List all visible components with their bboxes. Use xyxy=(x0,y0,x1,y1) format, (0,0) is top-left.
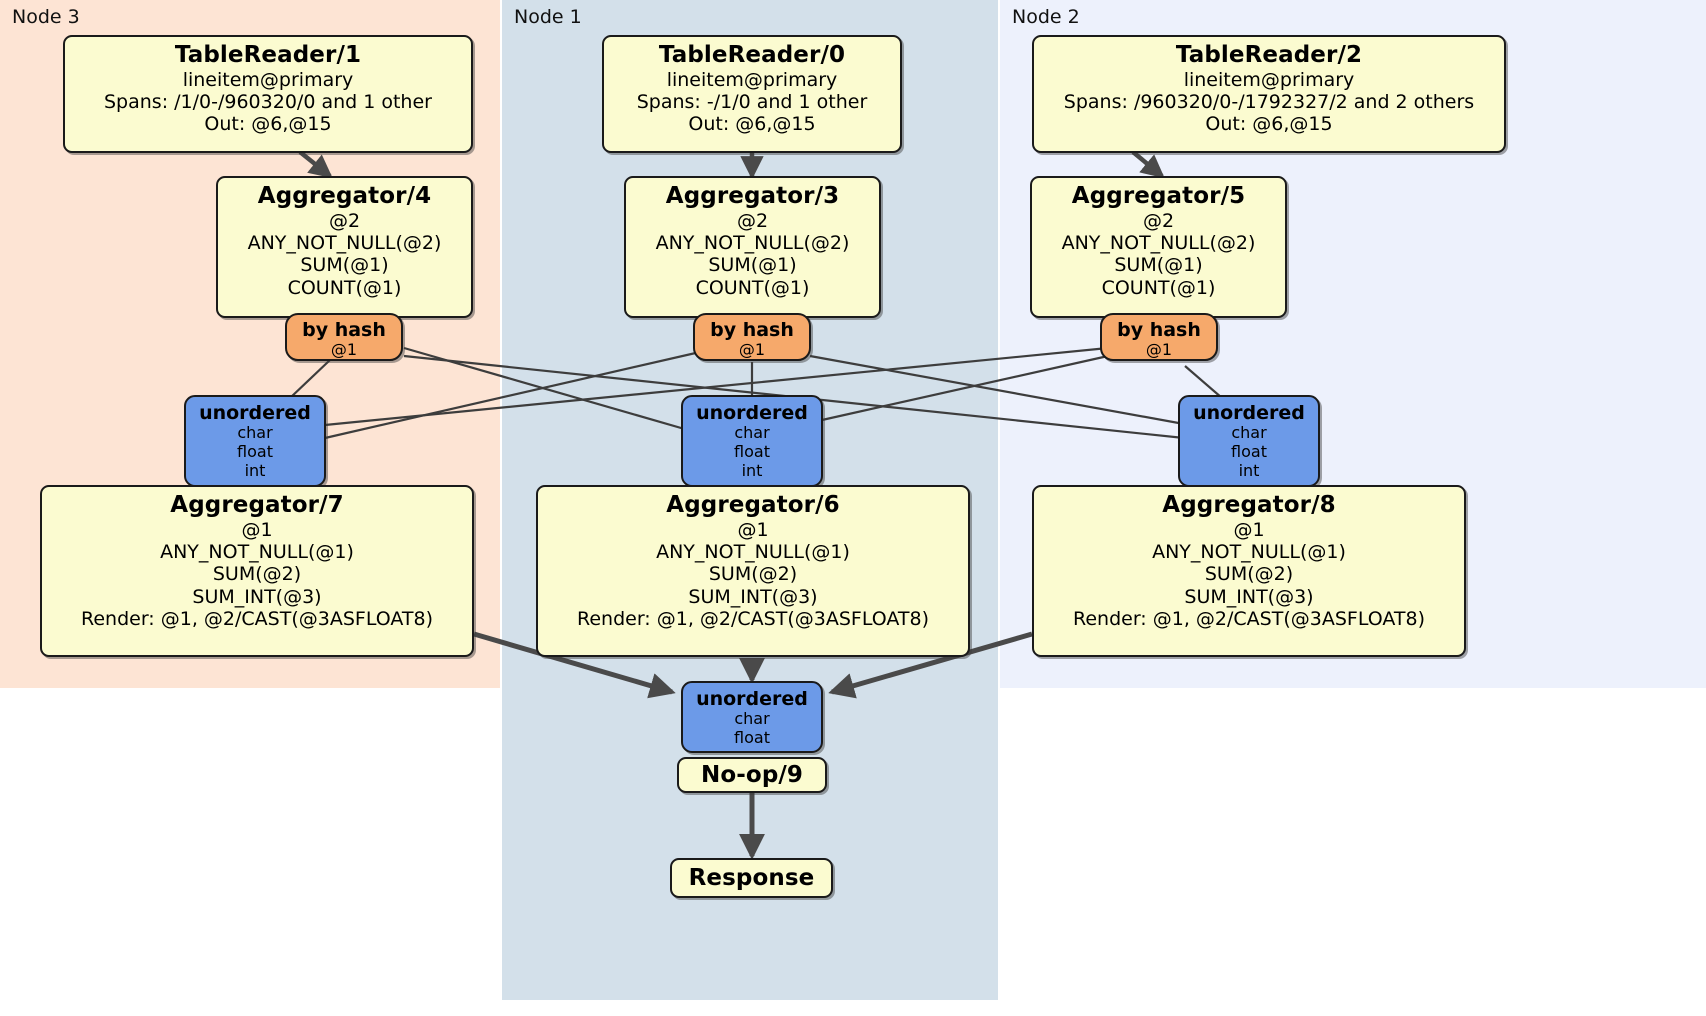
processor-detail-agg-1: ANY_NOT_NULL(@1) xyxy=(1152,541,1346,564)
processor-detail-agg-3: SUM_INT(@3) xyxy=(1184,585,1314,608)
processor-title: Aggregator/5 xyxy=(1071,183,1246,209)
receiver-title: unordered xyxy=(696,402,808,424)
processor-title: Aggregator/4 xyxy=(257,183,432,209)
receiver-type-int: int xyxy=(1238,460,1260,480)
processor-detail-render: Render: @1, @2/CAST(@3ASFLOAT8) xyxy=(577,607,929,630)
processor-detail-agg-3: SUM_INT(@3) xyxy=(192,585,322,608)
processor-title: Aggregator/7 xyxy=(170,492,344,518)
processor-aggregator-3[interactable]: Aggregator/3 @2 ANY_NOT_NULL(@2) SUM(@1)… xyxy=(624,176,881,318)
receiver-type-int: int xyxy=(244,460,266,480)
processor-detail-agg-1: ANY_NOT_NULL(@2) xyxy=(247,232,442,255)
processor-title: Aggregator/3 xyxy=(665,183,840,209)
processor-detail-agg-1: ANY_NOT_NULL(@2) xyxy=(655,232,850,255)
receiver-unordered-left[interactable]: unordered char float int xyxy=(184,395,326,487)
processor-response[interactable]: Response xyxy=(670,858,833,898)
processor-detail-agg-2: SUM(@2) xyxy=(1204,563,1294,586)
processor-detail-spans: Spans: /1/0-/960320/0 and 1 other xyxy=(104,91,432,114)
router-by-hash-left[interactable]: by hash @1 xyxy=(285,313,403,361)
processor-detail-render: Render: @1, @2/CAST(@3ASFLOAT8) xyxy=(81,607,433,630)
processor-detail-groupcol: @1 xyxy=(241,518,273,541)
router-column: @1 xyxy=(738,340,766,360)
processor-detail-out: Out: @6,@15 xyxy=(204,113,332,136)
node-panel-label-node3: Node 3 xyxy=(12,6,80,28)
router-column: @1 xyxy=(1145,340,1173,360)
processor-title: Aggregator/8 xyxy=(1162,492,1336,518)
receiver-type-char: char xyxy=(734,423,770,443)
processor-detail-agg-2: SUM(@1) xyxy=(300,254,389,277)
processor-detail-agg-1: ANY_NOT_NULL(@1) xyxy=(656,541,850,564)
processor-detail-out: Out: @6,@15 xyxy=(1205,113,1333,136)
receiver-unordered-right[interactable]: unordered char float int xyxy=(1178,395,1320,487)
processor-title: Aggregator/6 xyxy=(666,492,840,518)
processor-detail-groupcol: @2 xyxy=(328,209,361,232)
processor-detail-spans: Spans: /960320/0-/1792327/2 and 2 others xyxy=(1063,91,1475,114)
processor-detail-agg-3: COUNT(@1) xyxy=(695,276,810,299)
router-title: by hash xyxy=(302,319,386,341)
node-panel-label-node1: Node 1 xyxy=(514,6,582,28)
processor-detail-groupcol: @1 xyxy=(1233,518,1265,541)
processor-aggregator-4[interactable]: Aggregator/4 @2 ANY_NOT_NULL(@2) SUM(@1)… xyxy=(216,176,473,318)
receiver-unordered-final[interactable]: unordered char float xyxy=(681,681,823,753)
processor-detail-table: lineitem@primary xyxy=(666,68,838,91)
processor-detail-agg-2: SUM(@2) xyxy=(708,563,798,586)
receiver-type-float: float xyxy=(734,441,770,461)
processor-detail-table: lineitem@primary xyxy=(1183,68,1355,91)
node-panel-label-node2: Node 2 xyxy=(1012,6,1080,28)
router-by-hash-center[interactable]: by hash @1 xyxy=(693,313,811,361)
processor-title: TableReader/0 xyxy=(658,42,846,68)
processor-aggregator-7[interactable]: Aggregator/7 @1 ANY_NOT_NULL(@1) SUM(@2)… xyxy=(40,485,474,657)
receiver-type-char: char xyxy=(734,709,770,729)
receiver-type-int: int xyxy=(741,460,763,480)
processor-table-reader-1[interactable]: TableReader/1 lineitem@primary Spans: /1… xyxy=(63,35,473,153)
processor-aggregator-5[interactable]: Aggregator/5 @2 ANY_NOT_NULL(@2) SUM(@1)… xyxy=(1030,176,1287,318)
receiver-type-char: char xyxy=(1231,423,1267,443)
processor-detail-agg-2: SUM(@2) xyxy=(212,563,302,586)
processor-title: No-op/9 xyxy=(701,761,803,788)
receiver-title: unordered xyxy=(1193,402,1305,424)
processor-title: Response xyxy=(688,864,815,891)
processor-detail-agg-3: COUNT(@1) xyxy=(1101,276,1216,299)
receiver-type-float: float xyxy=(237,441,273,461)
receiver-type-float: float xyxy=(1231,441,1267,461)
processor-detail-groupcol: @2 xyxy=(736,209,769,232)
processor-detail-agg-2: SUM(@1) xyxy=(1114,254,1203,277)
processor-detail-spans: Spans: -/1/0 and 1 other xyxy=(636,91,868,114)
processor-table-reader-2[interactable]: TableReader/2 lineitem@primary Spans: /9… xyxy=(1032,35,1506,153)
processor-detail-agg-1: ANY_NOT_NULL(@1) xyxy=(160,541,354,564)
router-column: @1 xyxy=(330,340,358,360)
receiver-unordered-center[interactable]: unordered char float int xyxy=(681,395,823,487)
router-by-hash-right[interactable]: by hash @1 xyxy=(1100,313,1218,361)
processor-table-reader-0[interactable]: TableReader/0 lineitem@primary Spans: -/… xyxy=(602,35,902,153)
processor-title: TableReader/2 xyxy=(1175,42,1363,68)
receiver-title: unordered xyxy=(199,402,311,424)
processor-detail-agg-1: ANY_NOT_NULL(@2) xyxy=(1061,232,1256,255)
receiver-title: unordered xyxy=(696,688,808,710)
processor-detail-render: Render: @1, @2/CAST(@3ASFLOAT8) xyxy=(1073,607,1425,630)
processor-noop-9[interactable]: No-op/9 xyxy=(677,757,827,793)
processor-detail-table: lineitem@primary xyxy=(182,68,354,91)
router-title: by hash xyxy=(1117,319,1201,341)
processor-detail-out: Out: @6,@15 xyxy=(688,113,816,136)
processor-detail-agg-3: COUNT(@1) xyxy=(287,276,402,299)
router-title: by hash xyxy=(710,319,794,341)
processor-title: TableReader/1 xyxy=(174,42,362,68)
receiver-type-char: char xyxy=(237,423,273,443)
processor-detail-agg-3: SUM_INT(@3) xyxy=(688,585,818,608)
processor-aggregator-8[interactable]: Aggregator/8 @1 ANY_NOT_NULL(@1) SUM(@2)… xyxy=(1032,485,1466,657)
processor-detail-groupcol: @1 xyxy=(737,518,769,541)
processor-detail-groupcol: @2 xyxy=(1142,209,1175,232)
processor-detail-agg-2: SUM(@1) xyxy=(708,254,797,277)
processor-aggregator-6[interactable]: Aggregator/6 @1 ANY_NOT_NULL(@1) SUM(@2)… xyxy=(536,485,970,657)
receiver-type-float: float xyxy=(734,727,770,747)
